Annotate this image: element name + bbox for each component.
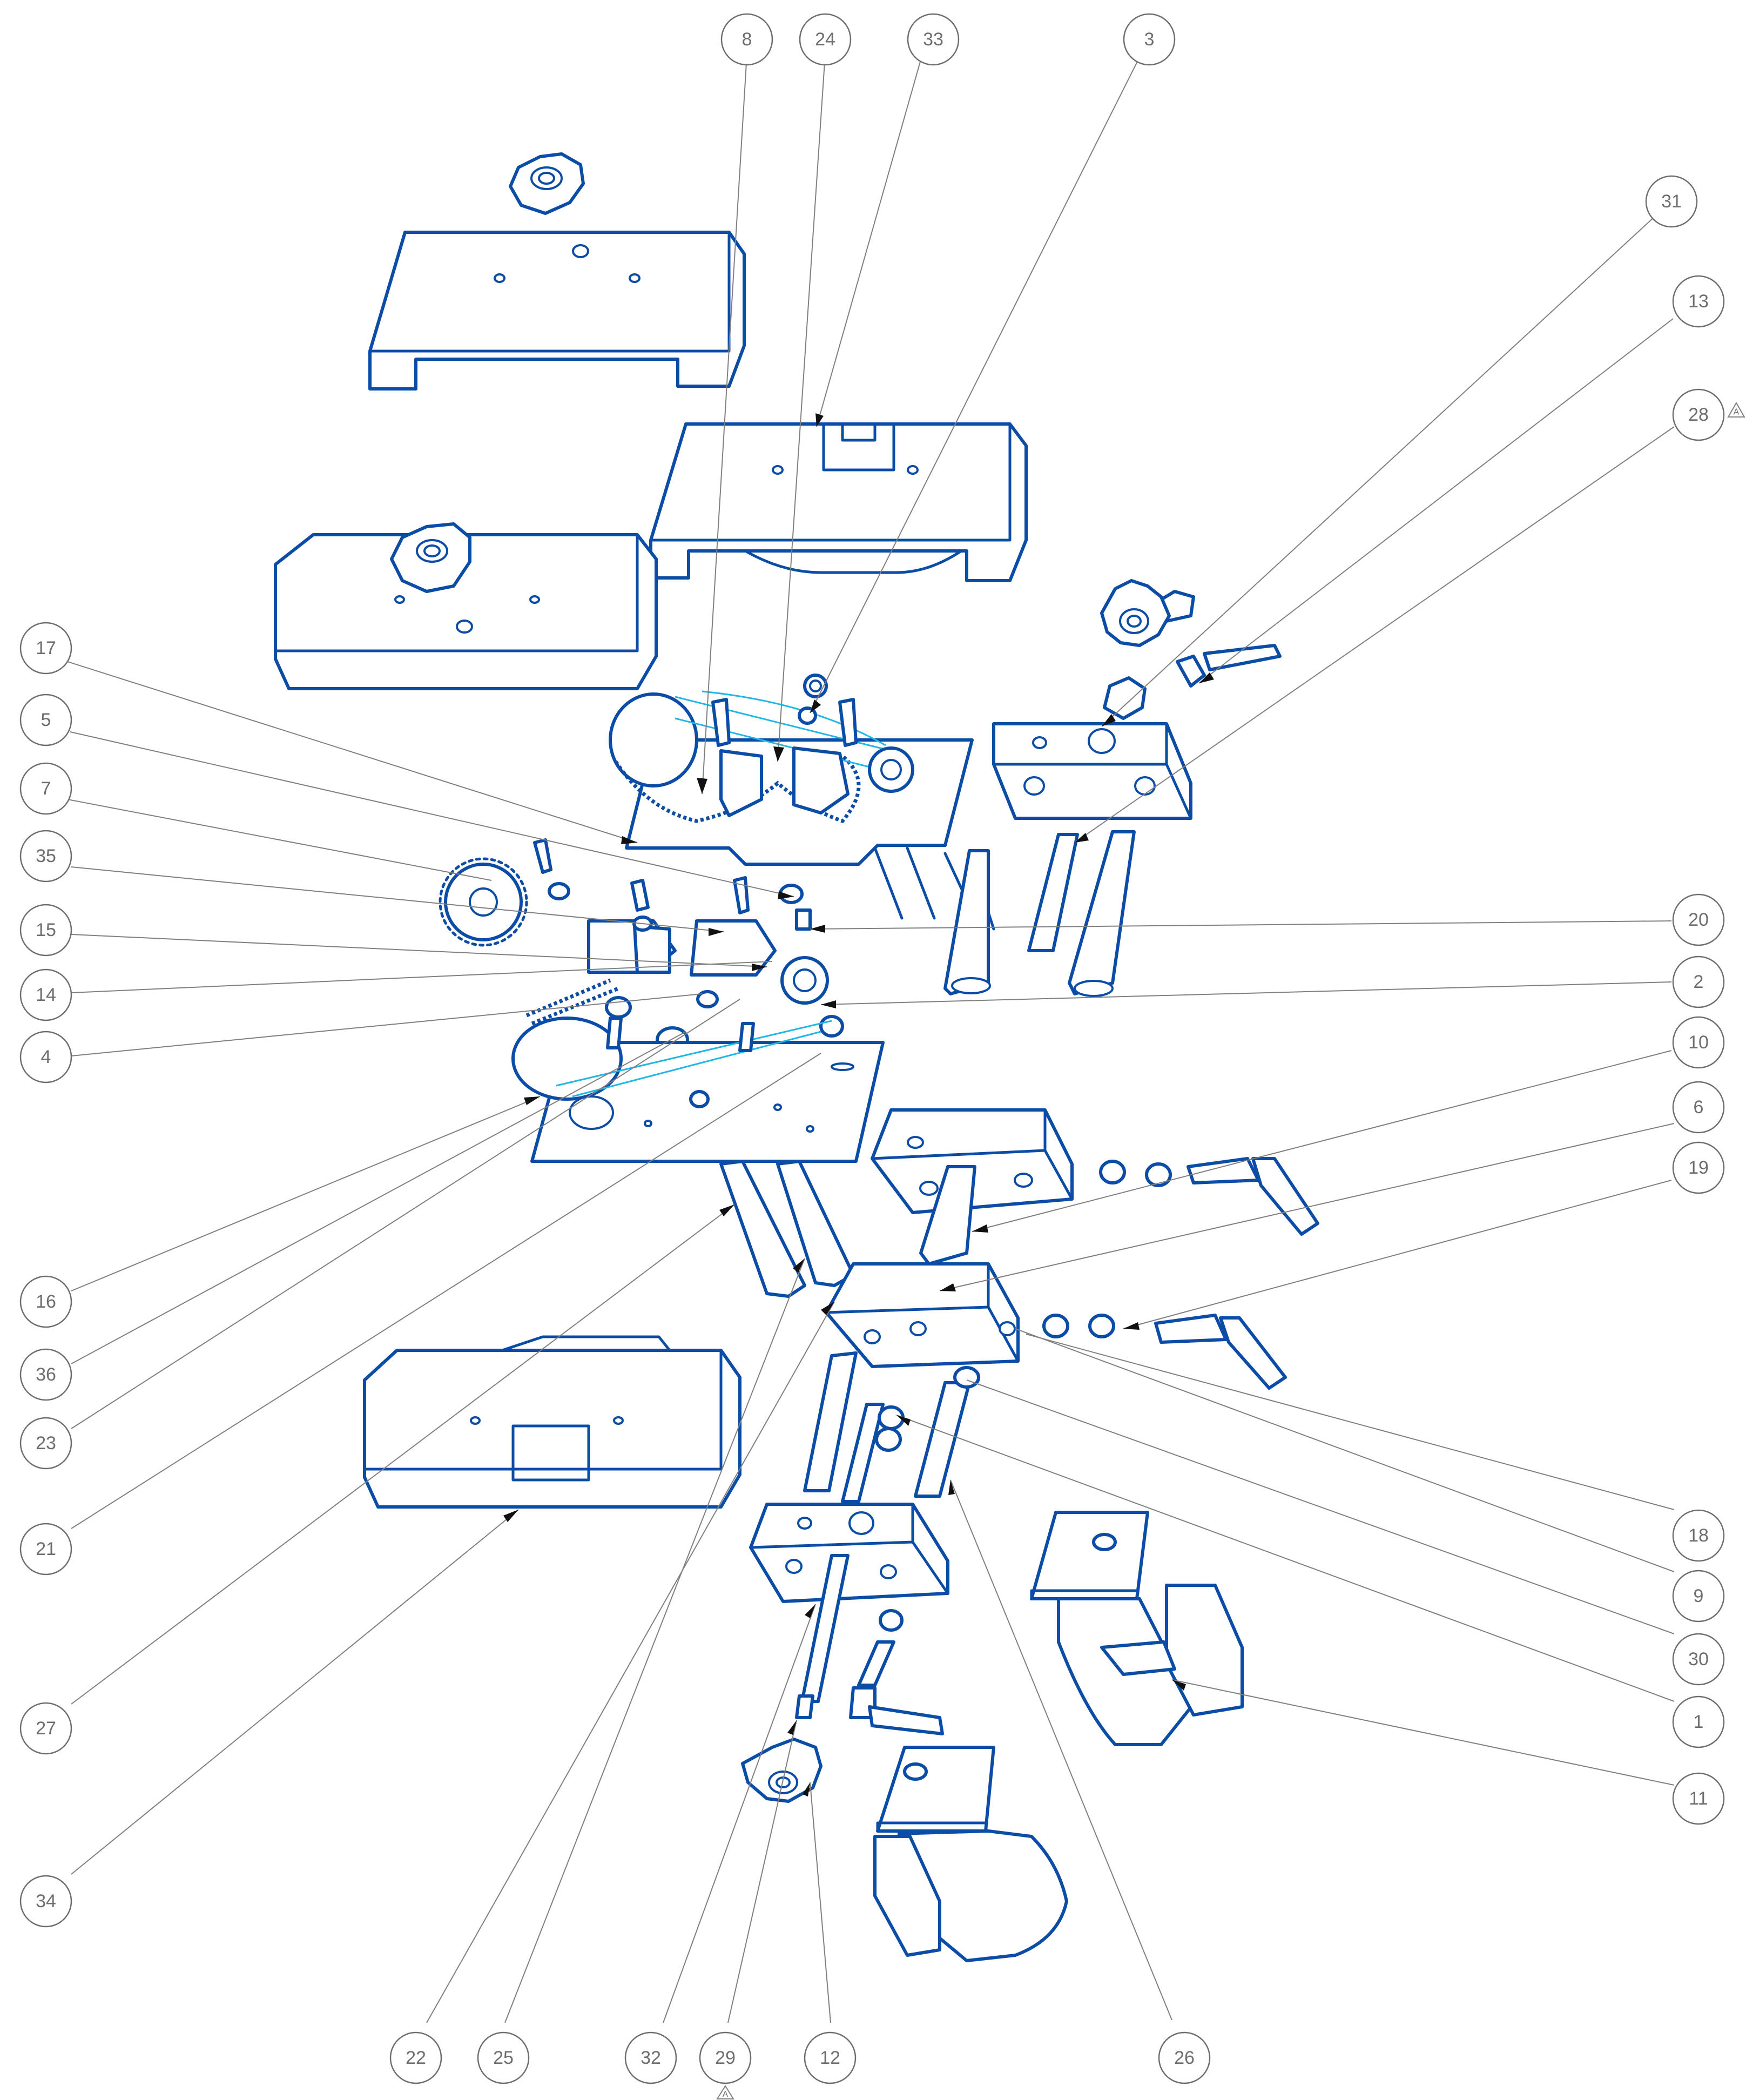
balloon-35: 35 <box>19 830 72 883</box>
star-knob-part <box>1100 579 1171 647</box>
upper-cover-part <box>649 422 1028 582</box>
balloon-label: 19 <box>1688 1157 1709 1178</box>
balloon-label: 12 <box>820 2048 840 2068</box>
balloon-17: 17 <box>19 622 72 675</box>
balloon-label: 34 <box>36 1891 56 1911</box>
balloon-4: 4 <box>19 1031 72 1083</box>
balloon-label: 17 <box>36 638 56 658</box>
balloon-1: 1 <box>1672 1695 1725 1748</box>
balloon-label: 29 <box>715 2048 736 2068</box>
revision-marker-28: A <box>1727 401 1745 418</box>
balloon-label: 26 <box>1174 2048 1195 2068</box>
balloon-8: 8 <box>720 13 773 66</box>
balloon-5: 5 <box>19 694 72 746</box>
balloon-31: 31 <box>1645 175 1698 228</box>
balloon-34: 34 <box>19 1875 72 1928</box>
balloon-15: 15 <box>19 904 72 957</box>
balloon-6: 6 <box>1672 1081 1725 1134</box>
balloon-13: 13 <box>1672 275 1725 328</box>
balloon-label: 3 <box>1144 29 1155 50</box>
balloon-9: 9 <box>1672 1570 1725 1623</box>
balloon-11: 11 <box>1672 1772 1725 1825</box>
balloon-label: 21 <box>36 1539 56 1559</box>
lower-left-cover <box>363 1335 741 1509</box>
balloon-33: 33 <box>907 13 960 66</box>
balloon-20: 20 <box>1672 893 1725 946</box>
balloon-label: 27 <box>36 1718 56 1739</box>
upper-gear-motor <box>1030 1511 1244 1746</box>
balloon-22: 22 <box>389 2031 442 2084</box>
balloon-29: 29 <box>699 2031 752 2084</box>
balloon-label: 35 <box>36 846 56 866</box>
balloon-label: 2 <box>1694 972 1704 992</box>
balloon-24: 24 <box>799 13 852 66</box>
balloon-12: 12 <box>804 2031 857 2084</box>
balloon-14: 14 <box>19 968 72 1021</box>
lower-plate-assembly <box>511 1017 885 1298</box>
top-cover-part <box>368 152 746 391</box>
balloon-label: 5 <box>41 710 51 730</box>
balloon-label: 22 <box>406 2048 426 2068</box>
balloon-25: 25 <box>477 2031 530 2084</box>
balloon-36: 36 <box>19 1348 72 1401</box>
balloon-label: 36 <box>36 1364 56 1385</box>
balloon-32: 32 <box>624 2031 677 2084</box>
balloon-label: 9 <box>1694 1586 1704 1606</box>
balloon-label: 13 <box>1688 291 1709 312</box>
mid-bearing-block <box>871 1108 1319 1266</box>
balloon-label: 28 <box>1688 405 1709 425</box>
lower-bearing-block <box>825 1262 1287 1390</box>
balloon-label: 7 <box>41 778 51 799</box>
balloon-21: 21 <box>19 1523 72 1576</box>
revision-label: A <box>1734 408 1740 417</box>
base-block <box>749 1503 949 1735</box>
balloon-label: 23 <box>36 1433 56 1453</box>
balloon-23: 23 <box>19 1417 72 1470</box>
balloon-label: 10 <box>1688 1032 1709 1053</box>
bottom-star-knob <box>741 1738 823 1803</box>
balloon-label: 6 <box>1694 1097 1704 1118</box>
left-cover-part <box>274 522 658 690</box>
balloon-label: 32 <box>641 2048 661 2068</box>
revision-label: A <box>723 2090 729 2099</box>
parts-linework <box>274 152 1319 1962</box>
balloon-label: 20 <box>1688 910 1709 930</box>
balloon-28: 28 <box>1672 388 1725 441</box>
balloon-label: 18 <box>1688 1525 1709 1546</box>
guide-rods <box>803 1351 980 1503</box>
callout-balloons: 8 24 33 3 31 13 28 17 5 7 35 15 14 4 20 … <box>19 13 1725 2084</box>
balloon-26: 26 <box>1158 2031 1211 2084</box>
balloon-label: 33 <box>923 29 943 50</box>
balloon-30: 30 <box>1672 1633 1725 1686</box>
revision-marker-29: A <box>716 2085 734 2099</box>
balloon-label: 15 <box>36 920 56 940</box>
lower-gear-motor <box>873 1746 1068 1962</box>
leader-arrowheads <box>503 413 1214 1796</box>
balloon-27: 27 <box>19 1702 72 1755</box>
balloon-label: 8 <box>742 29 752 50</box>
balloon-3: 3 <box>1123 13 1176 66</box>
balloon-label: 31 <box>1661 191 1682 212</box>
sprocket-bracket-group <box>439 838 844 1053</box>
balloon-label: 30 <box>1688 1649 1709 1670</box>
leader-lines <box>67 53 1675 2023</box>
balloon-7: 7 <box>19 762 72 815</box>
upper-plate-assembly <box>609 674 1136 997</box>
balloon-16: 16 <box>19 1275 72 1328</box>
balloon-10: 10 <box>1672 1016 1725 1069</box>
balloon-label: 1 <box>1694 1712 1704 1732</box>
balloon-label: 25 <box>493 2048 514 2068</box>
balloon-19: 19 <box>1672 1141 1725 1194</box>
right-bearing-block <box>992 590 1282 820</box>
balloon-label: 24 <box>815 29 835 50</box>
balloon-18: 18 <box>1672 1509 1725 1562</box>
balloon-label: 14 <box>36 985 56 1005</box>
balloon-label: 16 <box>36 1291 56 1312</box>
balloon-label: 4 <box>41 1047 51 1067</box>
balloon-label: 11 <box>1689 1788 1708 1809</box>
balloon-2: 2 <box>1672 955 1725 1008</box>
